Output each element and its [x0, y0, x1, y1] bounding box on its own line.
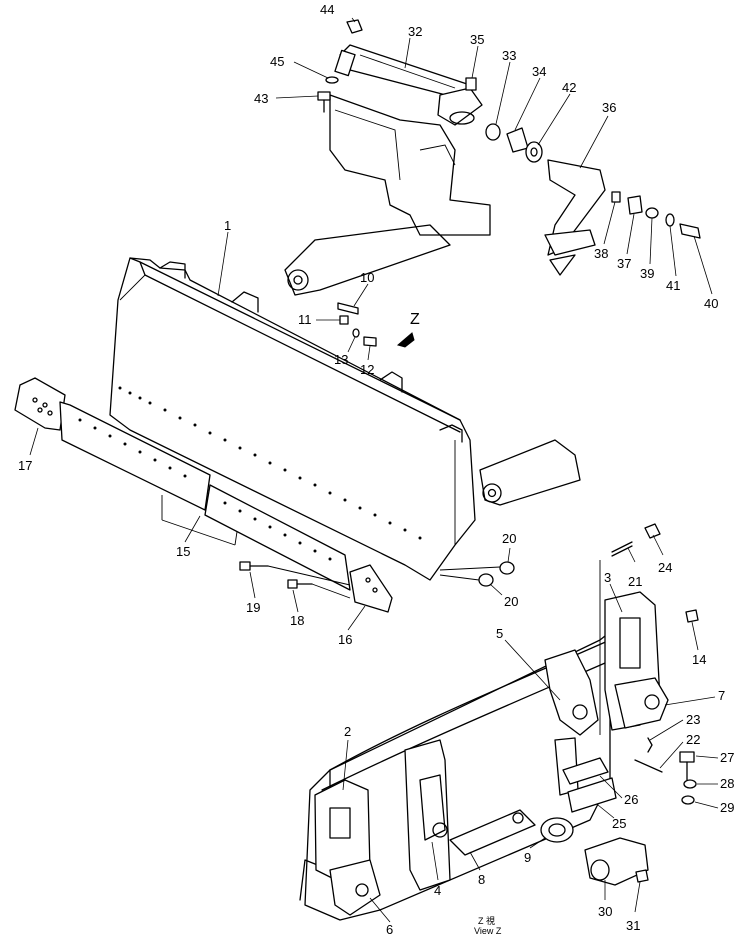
callout-28: 28 — [720, 776, 734, 791]
callout-41: 41 — [666, 278, 680, 293]
callout-20-upper: 20 — [502, 531, 516, 546]
callout-3: 3 — [604, 570, 611, 585]
edge-holes — [78, 418, 332, 561]
callout-38: 38 — [594, 246, 608, 261]
callout-34: 34 — [532, 64, 546, 79]
callout-43: 43 — [254, 91, 268, 106]
callout-37: 37 — [617, 256, 631, 271]
view-caption-en: View Z — [474, 926, 502, 936]
callout-33: 33 — [502, 48, 516, 63]
callout-36: 36 — [602, 100, 616, 115]
callout-39: 39 — [640, 266, 654, 281]
callout-25: 25 — [612, 816, 626, 831]
callout-4: 4 — [434, 883, 441, 898]
callout-44: 44 — [320, 2, 334, 17]
callout-labels: 44 32 35 45 43 33 34 42 36 1 10 11 13 12… — [18, 2, 734, 936]
callout-22: 22 — [686, 732, 700, 747]
blade-assembly — [14, 231, 581, 631]
callout-24: 24 — [658, 560, 672, 575]
callout-35: 35 — [470, 32, 484, 47]
callout-15: 15 — [176, 544, 190, 559]
callout-2: 2 — [344, 724, 351, 739]
callout-40: 40 — [704, 296, 718, 311]
callout-10: 10 — [360, 270, 374, 285]
callout-42: 42 — [562, 80, 576, 95]
callout-17: 17 — [18, 458, 32, 473]
callout-5: 5 — [496, 626, 503, 641]
view-caption-jp: Z 視 — [478, 915, 495, 926]
callout-20-lower: 20 — [504, 594, 518, 609]
callout-21: 21 — [628, 574, 642, 589]
callout-29: 29 — [720, 800, 734, 815]
callout-7: 7 — [718, 688, 725, 703]
callout-30: 30 — [598, 904, 612, 919]
view-z-assembly — [299, 523, 719, 923]
callout-12: 12 — [360, 362, 374, 377]
callout-9: 9 — [524, 850, 531, 865]
callout-14: 14 — [692, 652, 706, 667]
view-arrow-label: Z — [410, 311, 420, 328]
callout-27: 27 — [720, 750, 734, 765]
callout-32: 32 — [408, 24, 422, 39]
callout-16: 16 — [338, 632, 352, 647]
callout-6: 6 — [386, 922, 393, 936]
callout-19: 19 — [246, 600, 260, 615]
callout-18: 18 — [290, 613, 304, 628]
callout-26: 26 — [624, 792, 638, 807]
callout-11: 11 — [298, 312, 312, 327]
callout-45: 45 — [270, 54, 284, 69]
blade-holes — [118, 386, 422, 540]
callout-31: 31 — [626, 918, 640, 933]
callout-13: 13 — [334, 352, 348, 367]
top-assembly — [275, 17, 713, 296]
callout-1: 1 — [224, 218, 231, 233]
callout-23: 23 — [686, 712, 700, 727]
callout-8: 8 — [478, 872, 485, 887]
